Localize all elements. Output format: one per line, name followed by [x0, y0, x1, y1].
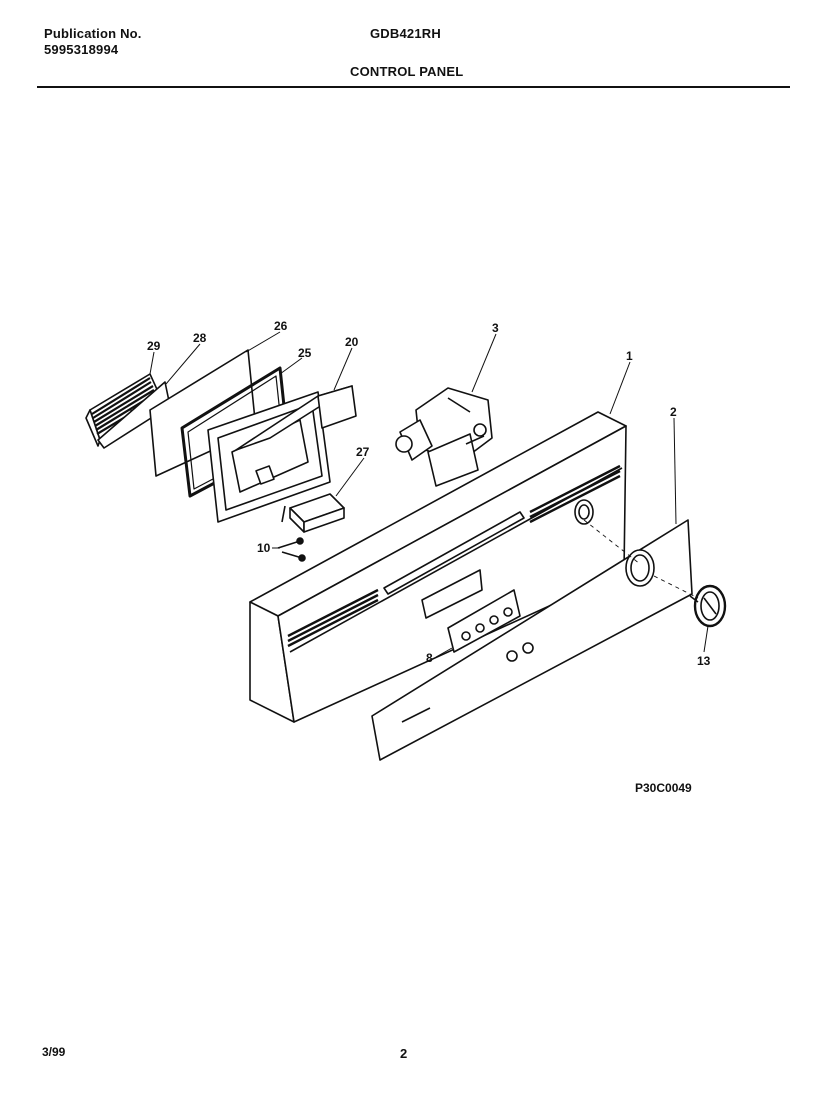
callout-13: 13: [697, 654, 711, 668]
part-2-overlay: [371, 519, 693, 761]
callout-25: 25: [298, 346, 312, 360]
part-20-dispenser-housing: [207, 385, 357, 523]
part-10-screws: [277, 537, 306, 562]
callout-27: 27: [356, 445, 370, 459]
publication-label: Publication No.: [44, 26, 142, 41]
header-rule: [37, 86, 790, 88]
part-1-control-console: [249, 411, 627, 723]
drawing-code: P30C0049: [635, 781, 692, 795]
section-title: CONTROL PANEL: [350, 64, 464, 79]
callout-10: 10: [257, 541, 271, 555]
callout-1: 1: [626, 349, 633, 363]
publication-number: 5995318994: [44, 42, 119, 57]
part-13-knob: [689, 584, 727, 628]
callout-26: 26: [274, 319, 288, 333]
page-number: 2: [400, 1046, 408, 1061]
callout-8: 8: [426, 651, 433, 665]
callout-29: 29: [147, 339, 161, 353]
callout-3: 3: [492, 321, 499, 335]
part-8-switch-pad: [447, 589, 521, 653]
model-number: GDB421RH: [370, 26, 441, 41]
callout-20: 20: [345, 335, 359, 349]
part-3-timer: [395, 387, 493, 487]
revision-date: 3/99: [42, 1045, 66, 1059]
part-27-module: [281, 493, 345, 533]
callout-2: 2: [670, 405, 677, 419]
callout-28: 28: [193, 331, 207, 345]
